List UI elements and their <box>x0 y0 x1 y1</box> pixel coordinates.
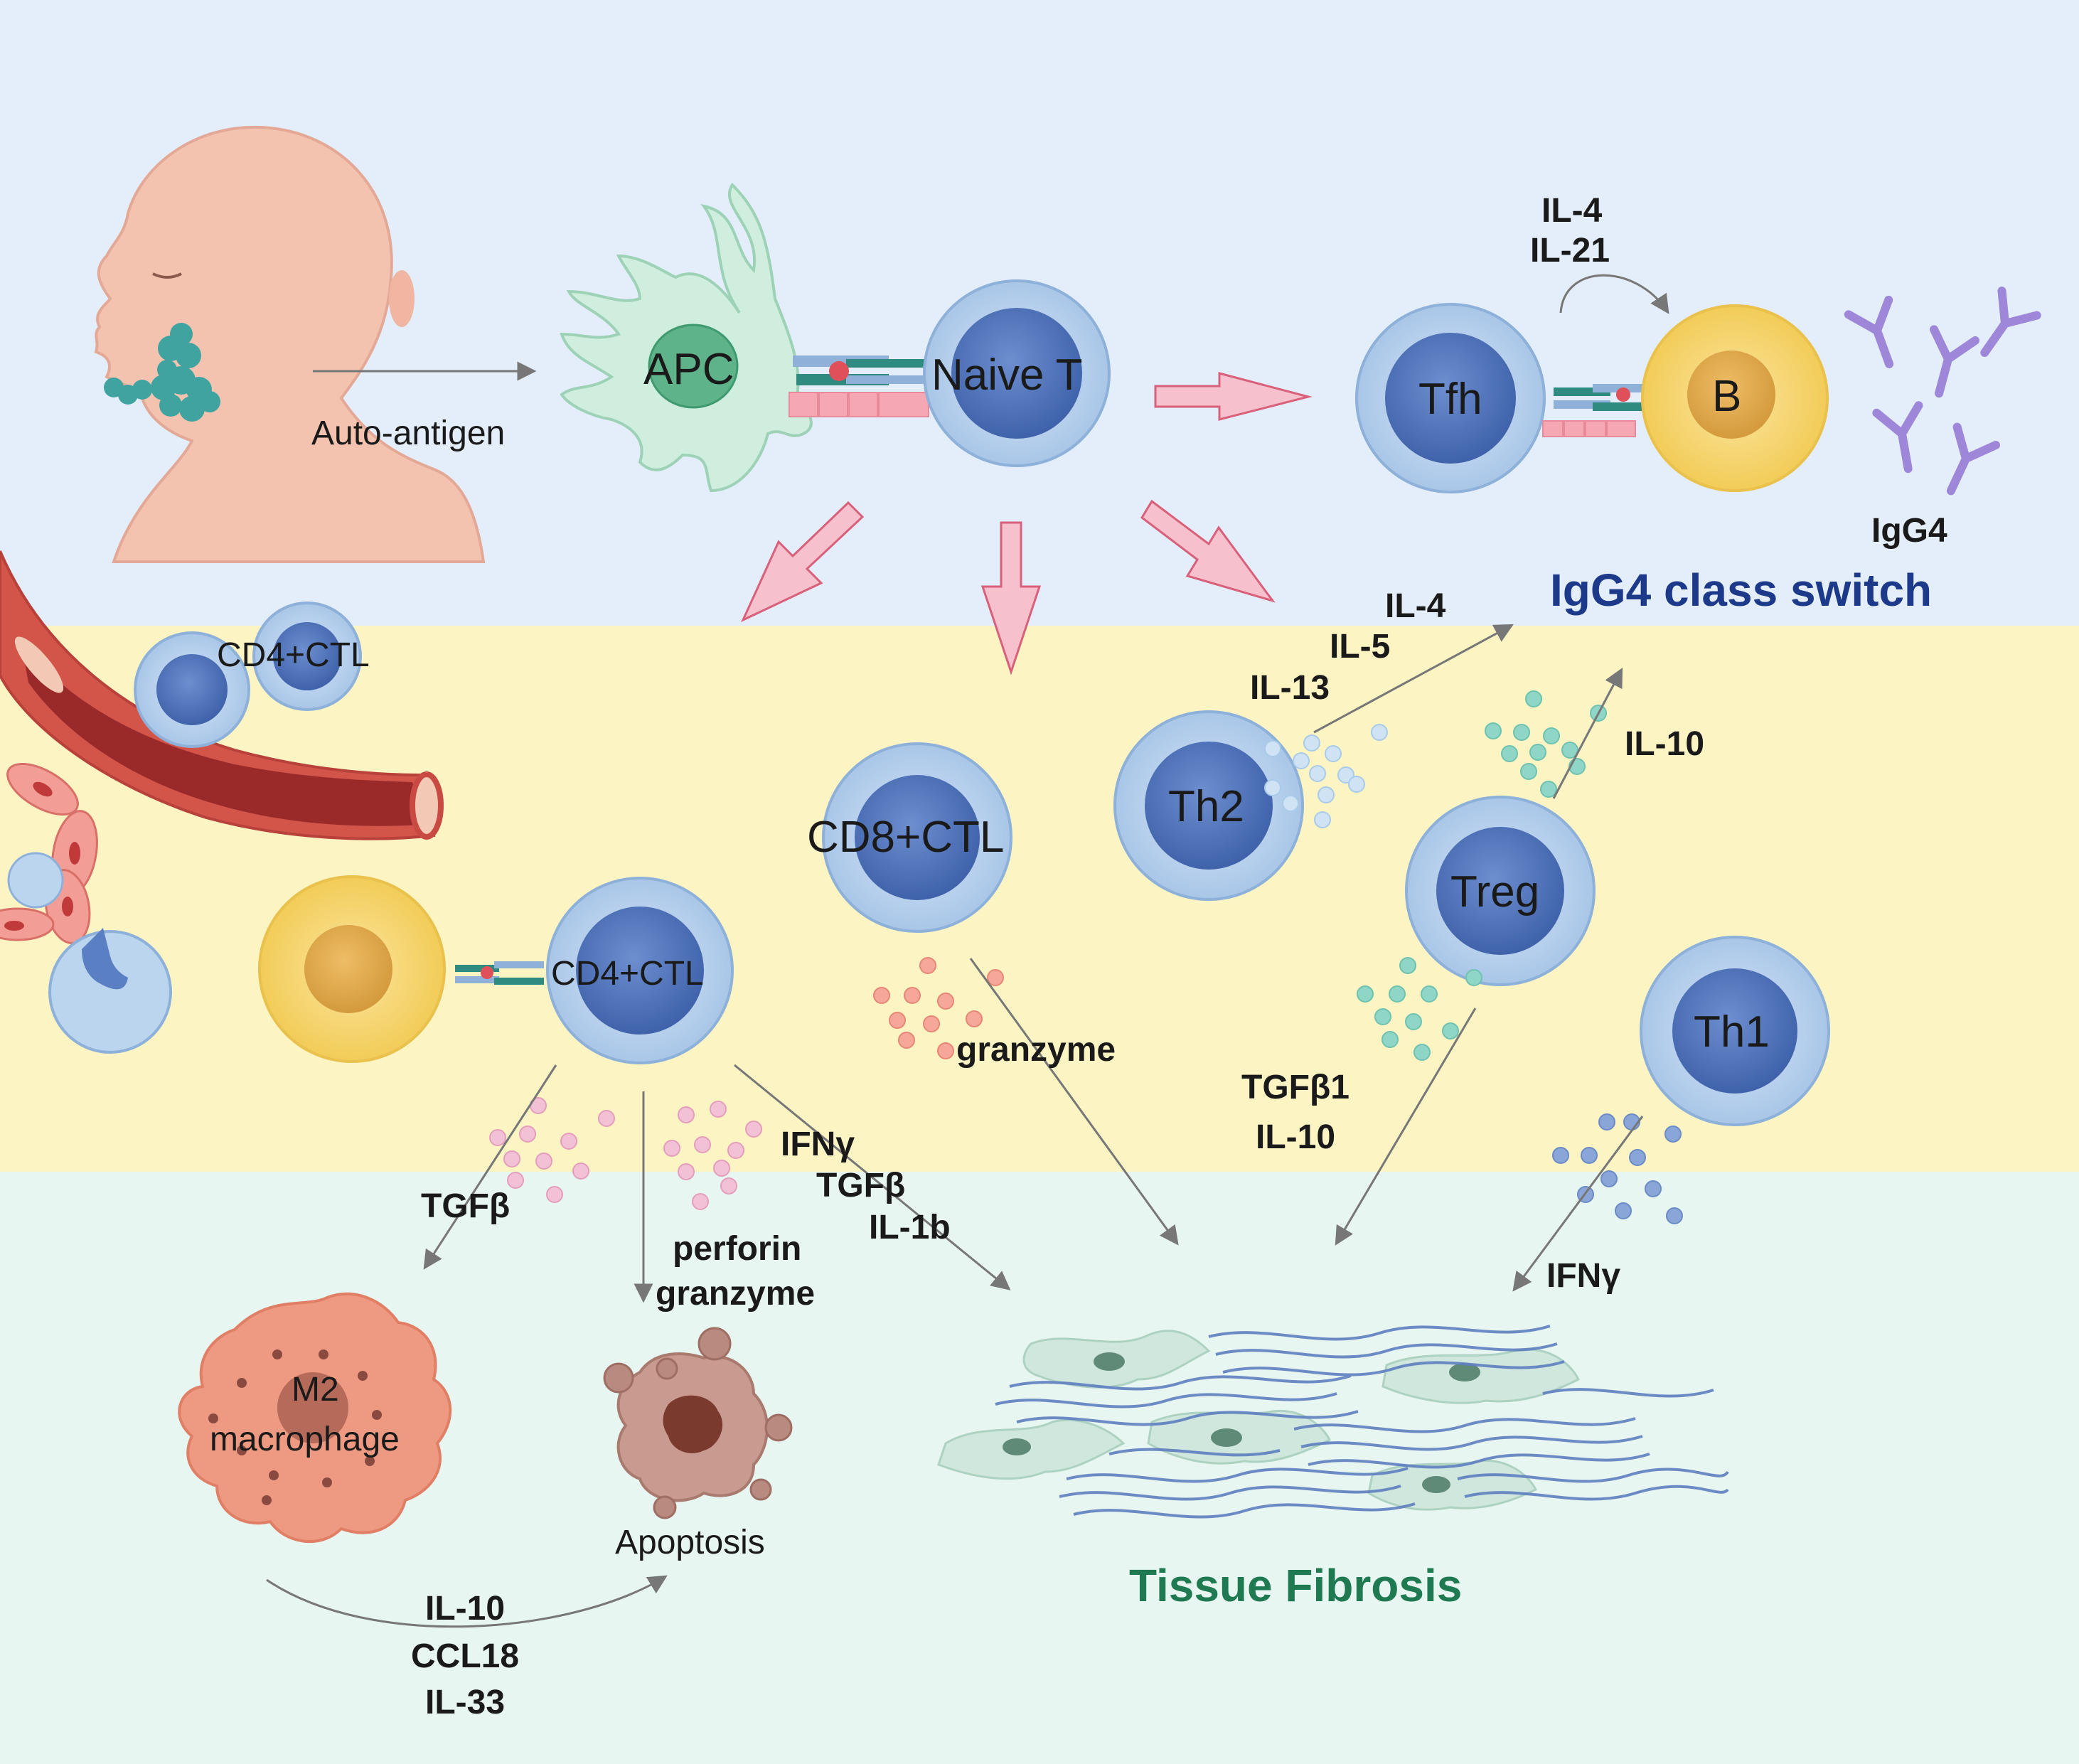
granzyme-apop-label: granzyme <box>656 1275 815 1313</box>
cd8-granzyme-dots <box>873 957 1004 1059</box>
cd4ctl-vessel-label: CD4+CTL <box>217 636 370 674</box>
m2-macrophage-cell <box>178 1292 452 1544</box>
th2-to-igg4-arrow <box>1313 624 1514 734</box>
cd4ctl-vessel-cells <box>134 602 362 748</box>
cd8ctl-label: CD8+CTL <box>807 813 1004 862</box>
synapse-apc-naivet-icon <box>789 356 929 417</box>
perforin-label: perforin <box>673 1230 801 1268</box>
cd4ctl-main-label: CD4+CTL <box>551 955 704 993</box>
il10-fib-label: IL-10 <box>1256 1118 1335 1156</box>
treg-cytokine-dots-upper <box>1485 690 1607 798</box>
m2-to-apoptosis-curve-arrow <box>266 1575 668 1628</box>
tfh-label: Tfh <box>1418 375 1482 424</box>
human-head-icon <box>94 125 486 563</box>
tgfb1-label: TGFβ1 <box>1241 1069 1350 1106</box>
tgfb-mid-label: TGFβ <box>816 1167 905 1204</box>
il13-th2-label: IL-13 <box>1250 669 1330 707</box>
th2-cell <box>1113 710 1304 901</box>
ifng-mid-label: IFNγ <box>781 1126 855 1163</box>
pink-arrow-to-cd8 <box>980 521 1042 675</box>
th1-to-fibrosis-arrow <box>1512 1116 1644 1292</box>
cd4ctl-main-cell <box>546 877 734 1064</box>
igg4-class-switch-title: IgG4 class switch <box>1550 565 1932 616</box>
il4-th2-label: IL-4 <box>1385 587 1446 625</box>
synapse-tfh-b-icon <box>1542 384 1646 437</box>
pink-arrow-to-tfh <box>1154 372 1313 421</box>
naive-t-cell <box>923 279 1111 467</box>
ifng-th1-label: IFNγ <box>1546 1257 1620 1295</box>
th2-cytokine-dots <box>1264 724 1388 828</box>
apoptotic-cell <box>603 1327 793 1519</box>
pink-arrow-to-cd4ctl <box>740 501 865 623</box>
tfh-cell <box>1355 303 1546 493</box>
monocyte-icon <box>7 852 172 1054</box>
treg-label: Treg <box>1450 867 1539 916</box>
b-cell <box>1641 304 1829 492</box>
ccl18-label: CCL18 <box>411 1637 519 1675</box>
cd8-to-fibrosis-arrow <box>969 958 1179 1246</box>
il5-th2-label: IL-5 <box>1330 628 1390 665</box>
cd4ctl-to-fibrosis-arrow <box>734 1064 1011 1290</box>
cd8ctl-cell <box>822 742 1012 933</box>
th2-label: Th2 <box>1168 782 1244 831</box>
blood-vessel-icon <box>0 550 444 840</box>
m2-label: M2 <box>292 1371 339 1408</box>
treg-cell <box>1405 796 1596 986</box>
tgfb-left-label: TGFβ <box>421 1187 510 1225</box>
il10-bottom-label: IL-10 <box>425 1590 505 1627</box>
pink-arrow-to-th2 <box>1140 499 1276 603</box>
il4-top-label: IL-4 <box>1541 192 1603 230</box>
granzyme-cd8-label: granzyme <box>956 1031 1116 1069</box>
cd4ctl-to-m2-arrow <box>423 1064 557 1270</box>
treg-to-fibrosis-arrow <box>1335 1007 1477 1246</box>
synapse-b-cd4ctl-icon <box>455 961 544 985</box>
apc-cell <box>560 182 813 493</box>
il10-treg-label: IL-10 <box>1625 725 1704 763</box>
macrophage-label: macrophage <box>210 1421 400 1458</box>
apoptosis-label: Apoptosis <box>615 1524 765 1561</box>
il33-label: IL-33 <box>425 1684 505 1721</box>
cd4ctl-cytokine-dots <box>489 1097 762 1210</box>
tissue-fibrosis-illustration <box>937 1325 1729 1519</box>
b-label: B <box>1712 372 1741 421</box>
target-b-cell <box>258 875 446 1063</box>
treg-cytokine-dots-lower <box>1357 957 1482 1061</box>
th1-label: Th1 <box>1694 1007 1770 1057</box>
il4-il21-curve-arrow <box>1559 274 1669 314</box>
il1b-mid-label: IL-1b <box>869 1209 951 1246</box>
igg4-label: IgG4 <box>1871 512 1947 550</box>
th1-cell <box>1640 936 1830 1126</box>
igg4-antibody-icons <box>1844 287 2041 496</box>
pink-arrows <box>740 372 1313 675</box>
naive-t-label: Naive T <box>931 351 1083 400</box>
th1-cytokine-dots <box>1552 1113 1683 1224</box>
apc-label: APC <box>643 345 734 394</box>
tissue-fibrosis-title: Tissue Fibrosis <box>1129 1560 1462 1611</box>
il21-top-label: IL-21 <box>1530 232 1610 269</box>
treg-to-igg4-arrow <box>1552 668 1623 799</box>
auto-antigen-label: Auto-antigen <box>311 415 505 452</box>
